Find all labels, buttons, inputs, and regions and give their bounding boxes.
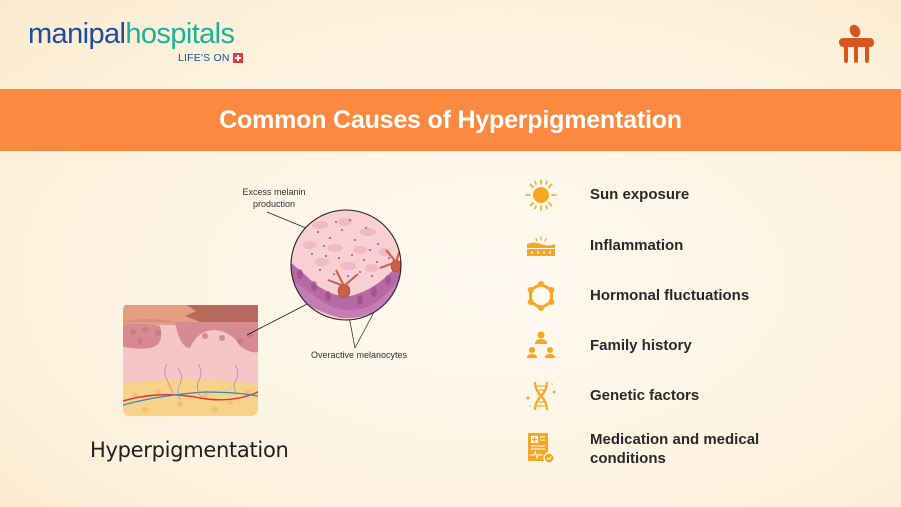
cause-label: Medication and medical conditions (590, 431, 760, 467)
title-banner: Common Causes of Hyperpigmentation (0, 89, 901, 151)
tagline-text: LIFE'S ON (178, 52, 230, 64)
illustration-caption: Hyperpigmentation (90, 438, 289, 462)
skin-block-graphic (123, 305, 258, 416)
magnified-skin-circle (291, 210, 401, 320)
cause-item-family-history: Family history (524, 329, 692, 363)
dna-icon (526, 381, 556, 411)
cause-label: Inflammation (590, 237, 684, 254)
inflammation-skin-icon (527, 236, 555, 256)
cause-label: Sun exposure (590, 186, 690, 203)
cause-item-inflammation: Inflammation (524, 229, 683, 263)
hormone-molecule-icon (527, 281, 555, 311)
logo-manipal-text: manipal (28, 18, 126, 50)
logo-tagline: LIFE'S ON (178, 52, 243, 64)
medical-report-icon (528, 433, 555, 464)
callout-excess-melanin: Excess melanin production (242, 187, 306, 209)
brand-mark-icon (839, 24, 874, 63)
cause-label: Genetic factors (590, 387, 700, 404)
cause-item-hormonal: Hormonal fluctuations (524, 279, 749, 313)
cause-item-sun-exposure: Sun exposure (524, 178, 689, 212)
page-title: Common Causes of Hyperpigmentation (219, 105, 682, 134)
family-tree-icon (527, 331, 555, 358)
cause-label: Hormonal fluctuations (590, 287, 750, 304)
red-cross-icon (232, 53, 243, 63)
sun-icon (525, 179, 557, 211)
logo-hospitals-text: hospitals (125, 18, 235, 50)
callout-overactive-melanocytes: Overactive melanocytes (310, 350, 408, 360)
cause-item-genetic-factors: Genetic factors (524, 379, 699, 413)
cause-item-medication: Medication and medical conditions (524, 431, 759, 467)
manipal-hospitals-logo: manipalhospitals (28, 18, 235, 50)
cause-label: Family history (590, 337, 692, 354)
